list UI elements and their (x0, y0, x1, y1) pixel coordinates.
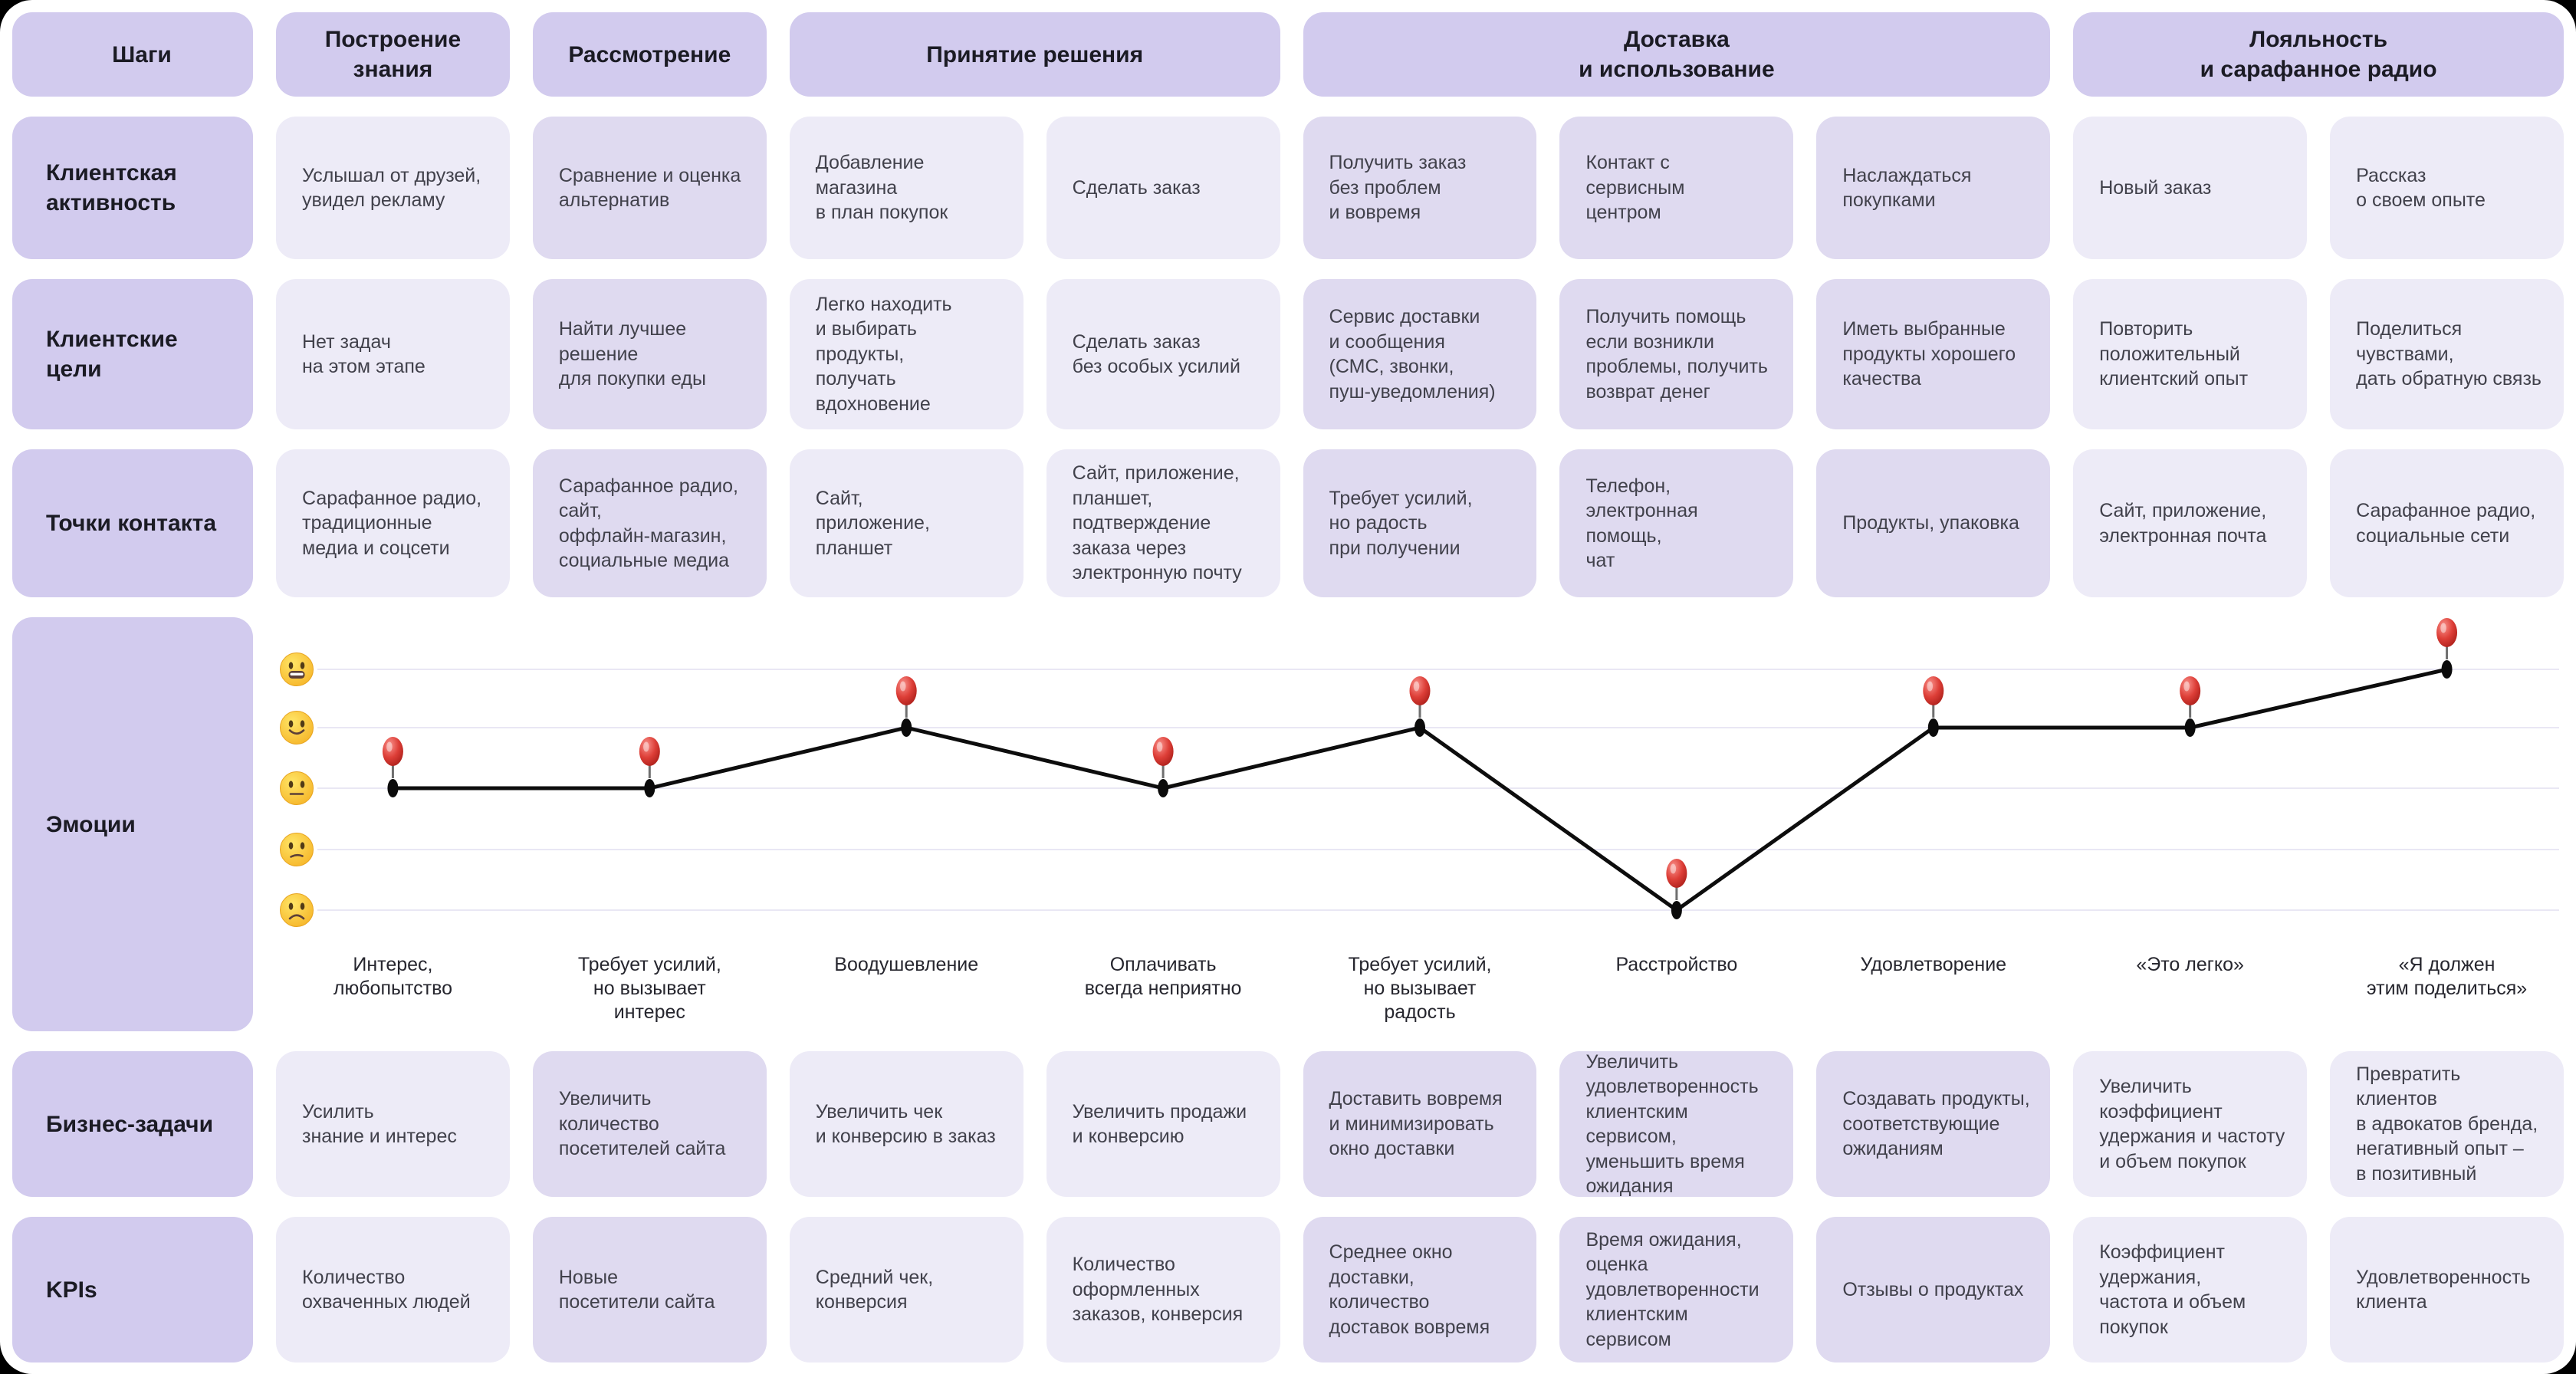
emotion-point-label-0: Интерес, любопытство (333, 954, 452, 999)
stage-header-2: Принятие решения (789, 12, 1280, 97)
cell-goals-5: Получить помощь если возникли проблемы, … (1559, 279, 1794, 429)
frowning-face-icon (279, 892, 314, 928)
cell-activity-1: Сравнение и оценка альтернатив (532, 117, 767, 259)
emotion-pin-marker-7 (2180, 676, 2201, 737)
cell-kpis-6: Отзывы о продуктах (1816, 1217, 2051, 1362)
cell-kpis-8: Удовлетворенность клиента (2330, 1217, 2564, 1362)
cell-touchpoints-4: Требует усилий, но радость при получении (1303, 449, 1537, 597)
emotion-pin-marker-4 (1409, 676, 1431, 737)
stage-header-0: Построение знания (276, 12, 510, 97)
cell-touchpoints-1: Сарафанное радио, сайт, оффлайн-магазин,… (532, 449, 767, 597)
emotion-pin-marker-1 (639, 737, 660, 797)
emotion-point-label-6: Удовлетворение (1860, 954, 2007, 975)
cell-touchpoints-6: Продукты, упаковка (1816, 449, 2051, 597)
confused-face-icon (279, 832, 314, 867)
cell-business-5: Увеличить удовлетворенность клиентским с… (1559, 1051, 1794, 1197)
row-label-emotions: Эмоции (12, 617, 253, 1031)
row-label-goals: Клиентские цели (12, 279, 253, 429)
cell-kpis-2: Средний чек, конверсия (789, 1217, 1024, 1362)
row-label-business: Бизнес-задачи (12, 1051, 253, 1197)
cell-business-0: Усилить знание и интерес (276, 1051, 510, 1197)
cell-touchpoints-0: Сарафанное радио, традиционные медиа и с… (276, 449, 510, 597)
stage-header-1: Рассмотрение (532, 12, 767, 97)
cell-activity-3: Сделать заказ (1046, 117, 1280, 259)
cell-goals-7: Повторить положительный клиентский опыт (2073, 279, 2308, 429)
cell-goals-6: Иметь выбранные продукты хорошего качест… (1816, 279, 2051, 429)
cell-business-3: Увеличить продажи и конверсию (1046, 1051, 1280, 1197)
cell-goals-8: Поделиться чувствами, дать обратную связ… (2330, 279, 2564, 429)
cell-touchpoints-8: Сарафанное радио, социальные сети (2330, 449, 2564, 597)
cell-kpis-3: Количество оформленных заказов, конверси… (1046, 1217, 1280, 1362)
emotion-pin-marker-3 (1152, 737, 1174, 797)
cell-goals-2: Легко находить и выбирать продукты, полу… (789, 279, 1024, 429)
emotion-point-label-8: «Я должен этим поделиться» (2366, 954, 2528, 999)
emotion-pin-marker-5 (1666, 859, 1687, 919)
emotions-line-chart (317, 618, 2559, 919)
cell-activity-4: Получить заказ без проблем и вовремя (1303, 117, 1537, 259)
emotion-point-label-5: Расстройство (1615, 954, 1738, 975)
cell-kpis-0: Количество охваченных людей (276, 1217, 510, 1362)
cell-goals-4: Сервис доставки и сообщения (СМС, звонки… (1303, 279, 1537, 429)
emotions-chart: Интерес, любопытство Требует усилий, но в… (276, 617, 2564, 1031)
cell-business-8: Превратить клиентов в адвокатов бренда, … (2330, 1051, 2564, 1197)
emotion-point-label-3: Оплачивать всегда неприятно (1084, 954, 1242, 999)
cell-touchpoints-7: Сайт, приложение, электронная почта (2073, 449, 2308, 597)
emotion-point-label-1: Требует усилий, но вызывает интерес (577, 954, 721, 1023)
corner-steps-label: Шаги (12, 12, 253, 97)
cell-business-2: Увеличить чек и конверсию в заказ (789, 1051, 1024, 1197)
cell-goals-1: Найти лучшее решение для покупки еды (532, 279, 767, 429)
emotion-point-label-4: Требует усилий, но вызывает радость (1348, 954, 1492, 1023)
cell-touchpoints-2: Сайт, приложение, планшет (789, 449, 1024, 597)
cell-touchpoints-3: Сайт, приложение, планшет, подтверждение… (1046, 449, 1280, 597)
cell-kpis-5: Время ожидания, оценка удовлетворенности… (1559, 1217, 1794, 1362)
cell-business-7: Увеличить коэффициент удержания и частот… (2073, 1051, 2308, 1197)
row-label-touchpoints: Точки контакта (12, 449, 253, 597)
cell-activity-2: Добавление магазина в план покупок (789, 117, 1024, 259)
stage-header-4: Лояльность и сарафанное радио (2073, 12, 2564, 97)
emotion-pin-marker-6 (1923, 676, 1944, 737)
cell-activity-8: Рассказ о своем опыте (2330, 117, 2564, 259)
cell-business-4: Доставить вовремя и минимизировать окно … (1303, 1051, 1537, 1197)
cell-touchpoints-5: Телефон, электронная помощь, чат (1559, 449, 1794, 597)
grinning-face-icon (279, 652, 314, 687)
cell-activity-6: Наслаждаться покупками (1816, 117, 2051, 259)
emotion-pin-marker-8 (2436, 618, 2458, 679)
stage-header-3: Доставка и использование (1303, 12, 2051, 97)
row-label-kpis: KPIs (12, 1217, 253, 1362)
cell-business-6: Создавать продукты, соответствующие ожид… (1816, 1051, 2051, 1197)
emotion-point-label-2: Воодушевление (834, 954, 979, 975)
cell-kpis-4: Среднее окно доставки, количество достав… (1303, 1217, 1537, 1362)
cell-activity-0: Услышал от друзей, увидел рекламу (276, 117, 510, 259)
cell-goals-0: Нет задач на этом этапе (276, 279, 510, 429)
emotion-pin-marker-2 (895, 676, 917, 737)
row-label-activity: Клиентская активность (12, 117, 253, 259)
cell-kpis-7: Коэффициент удержания, частота и объем п… (2073, 1217, 2308, 1362)
neutral-face-icon (279, 771, 314, 806)
cell-activity-7: Новый заказ (2073, 117, 2308, 259)
cell-business-1: Увеличить количество посетителей сайта (532, 1051, 767, 1197)
cell-goals-3: Сделать заказ без особых усилий (1046, 279, 1280, 429)
emotion-pin-marker-0 (382, 737, 403, 797)
emotion-point-label-7: «Это легко» (2136, 954, 2244, 975)
smiling-face-icon (279, 710, 314, 745)
cell-activity-5: Контакт с сервисным центром (1559, 117, 1794, 259)
cell-kpis-1: Новые посетители сайта (532, 1217, 767, 1362)
